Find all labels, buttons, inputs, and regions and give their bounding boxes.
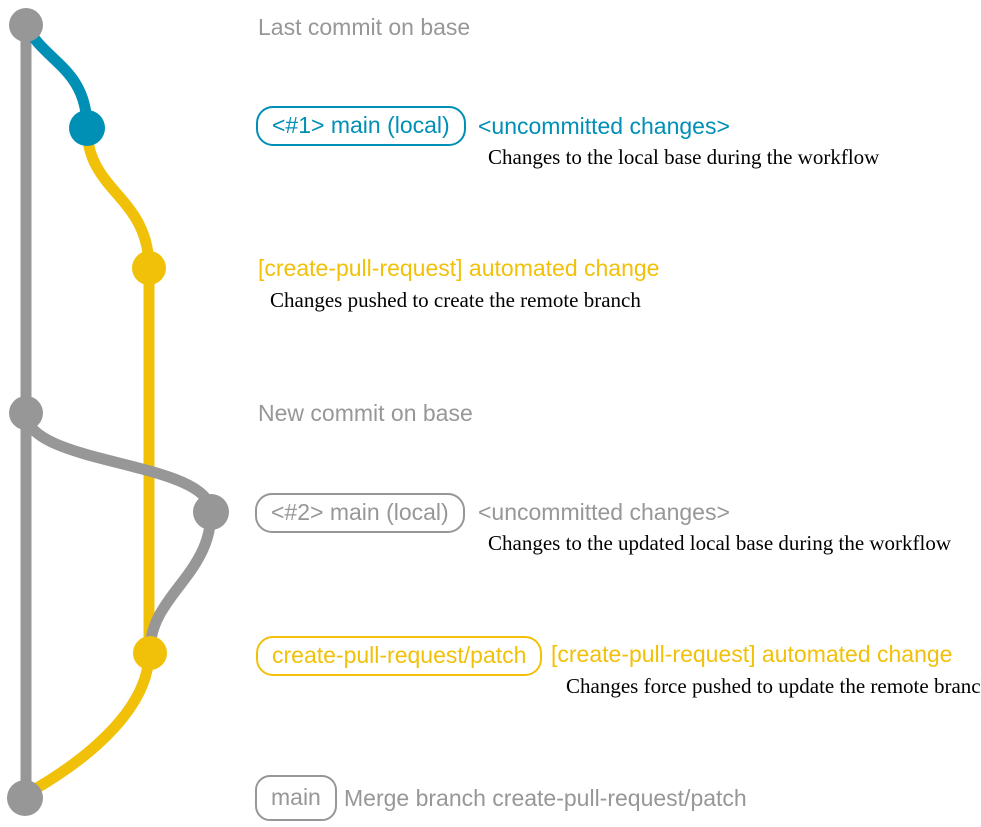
last-commit-title: Last commit on base <box>258 13 471 40</box>
commit-dot-local-main-2 <box>193 494 229 530</box>
commit-dot-local-main-1 <box>69 110 105 146</box>
patch-force-push-curve <box>144 506 217 656</box>
branch-label-main: main <box>255 775 337 821</box>
commit-dot-patch-2 <box>133 636 167 670</box>
commit-dot-patch-1 <box>132 251 166 285</box>
commit-dot-merge <box>7 780 43 816</box>
commit-message-automated-1: [create-pull-request] automated change <box>258 254 660 281</box>
commit-dot-base-2 <box>9 396 43 430</box>
branch-label-main-local-1: <#1> main (local) <box>256 106 466 146</box>
patch-branch-curve <box>24 122 155 798</box>
commit-message-uncommitted-1: <uncommitted changes> <box>478 112 730 139</box>
commit-message-automated-2: [create-pull-request] automated change <box>551 640 953 667</box>
branch-label-patch: create-pull-request/patch <box>256 636 543 676</box>
note-updated-local-base: Changes to the updated local base during… <box>488 530 952 555</box>
commit-message-uncommitted-2: <uncommitted changes> <box>478 498 730 525</box>
branch-label-main-local-2: <#2> main (local) <box>255 493 465 533</box>
base-update-curve <box>20 407 217 518</box>
commit-dot-base-1 <box>9 8 43 42</box>
new-commit-title: New commit on base <box>258 399 473 426</box>
commit-message-merge: Merge branch create-pull-request/patch <box>344 784 747 811</box>
note-pushed-create: Changes pushed to create the remote bran… <box>270 287 641 312</box>
note-local-base: Changes to the local base during the wor… <box>488 144 880 169</box>
note-force-pushed: Changes force pushed to update the remot… <box>566 673 981 698</box>
